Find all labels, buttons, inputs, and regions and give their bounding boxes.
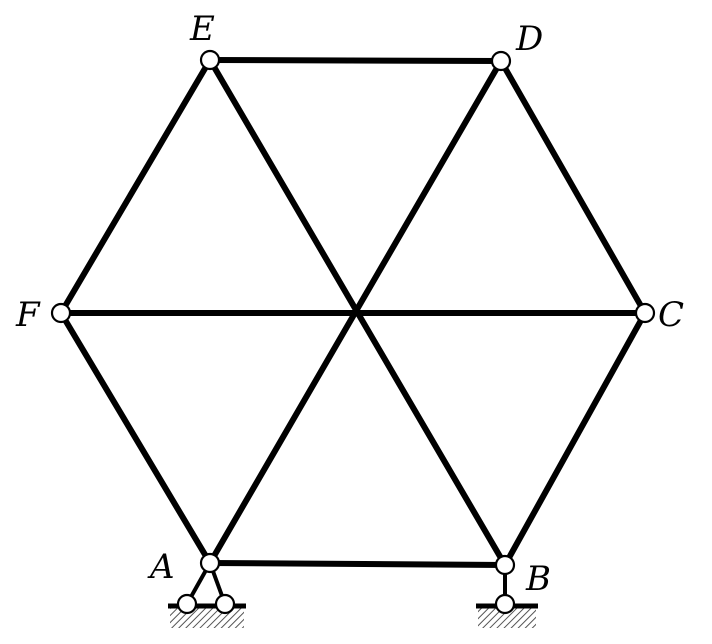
member-a-b bbox=[207, 560, 508, 568]
joint-a bbox=[199, 552, 221, 574]
node-label-a: A bbox=[147, 547, 175, 587]
joint-f bbox=[50, 302, 72, 324]
members bbox=[58, 57, 648, 568]
joints bbox=[50, 49, 656, 576]
support-pin-a-left bbox=[176, 593, 198, 615]
member-e-f bbox=[58, 57, 213, 316]
ground-hatch-b bbox=[478, 606, 536, 628]
joint-e bbox=[199, 49, 221, 71]
joint-d bbox=[490, 50, 512, 72]
node-label-c: C bbox=[658, 295, 684, 335]
joint-b bbox=[494, 554, 516, 576]
member-b-c bbox=[502, 310, 648, 568]
joint-c bbox=[634, 302, 656, 324]
node-label-b: B bbox=[525, 559, 551, 599]
support-a bbox=[168, 562, 246, 628]
member-c-d bbox=[498, 58, 648, 316]
node-label-f: F bbox=[15, 295, 41, 335]
member-d-e bbox=[207, 57, 504, 64]
support-pin-b bbox=[494, 593, 516, 615]
support-b bbox=[476, 565, 538, 628]
labels: A B C D E F bbox=[15, 9, 684, 599]
member-f-a bbox=[58, 310, 213, 566]
node-label-e: E bbox=[189, 9, 215, 49]
support-pin-a-right bbox=[214, 593, 236, 615]
node-label-d: D bbox=[515, 19, 543, 59]
